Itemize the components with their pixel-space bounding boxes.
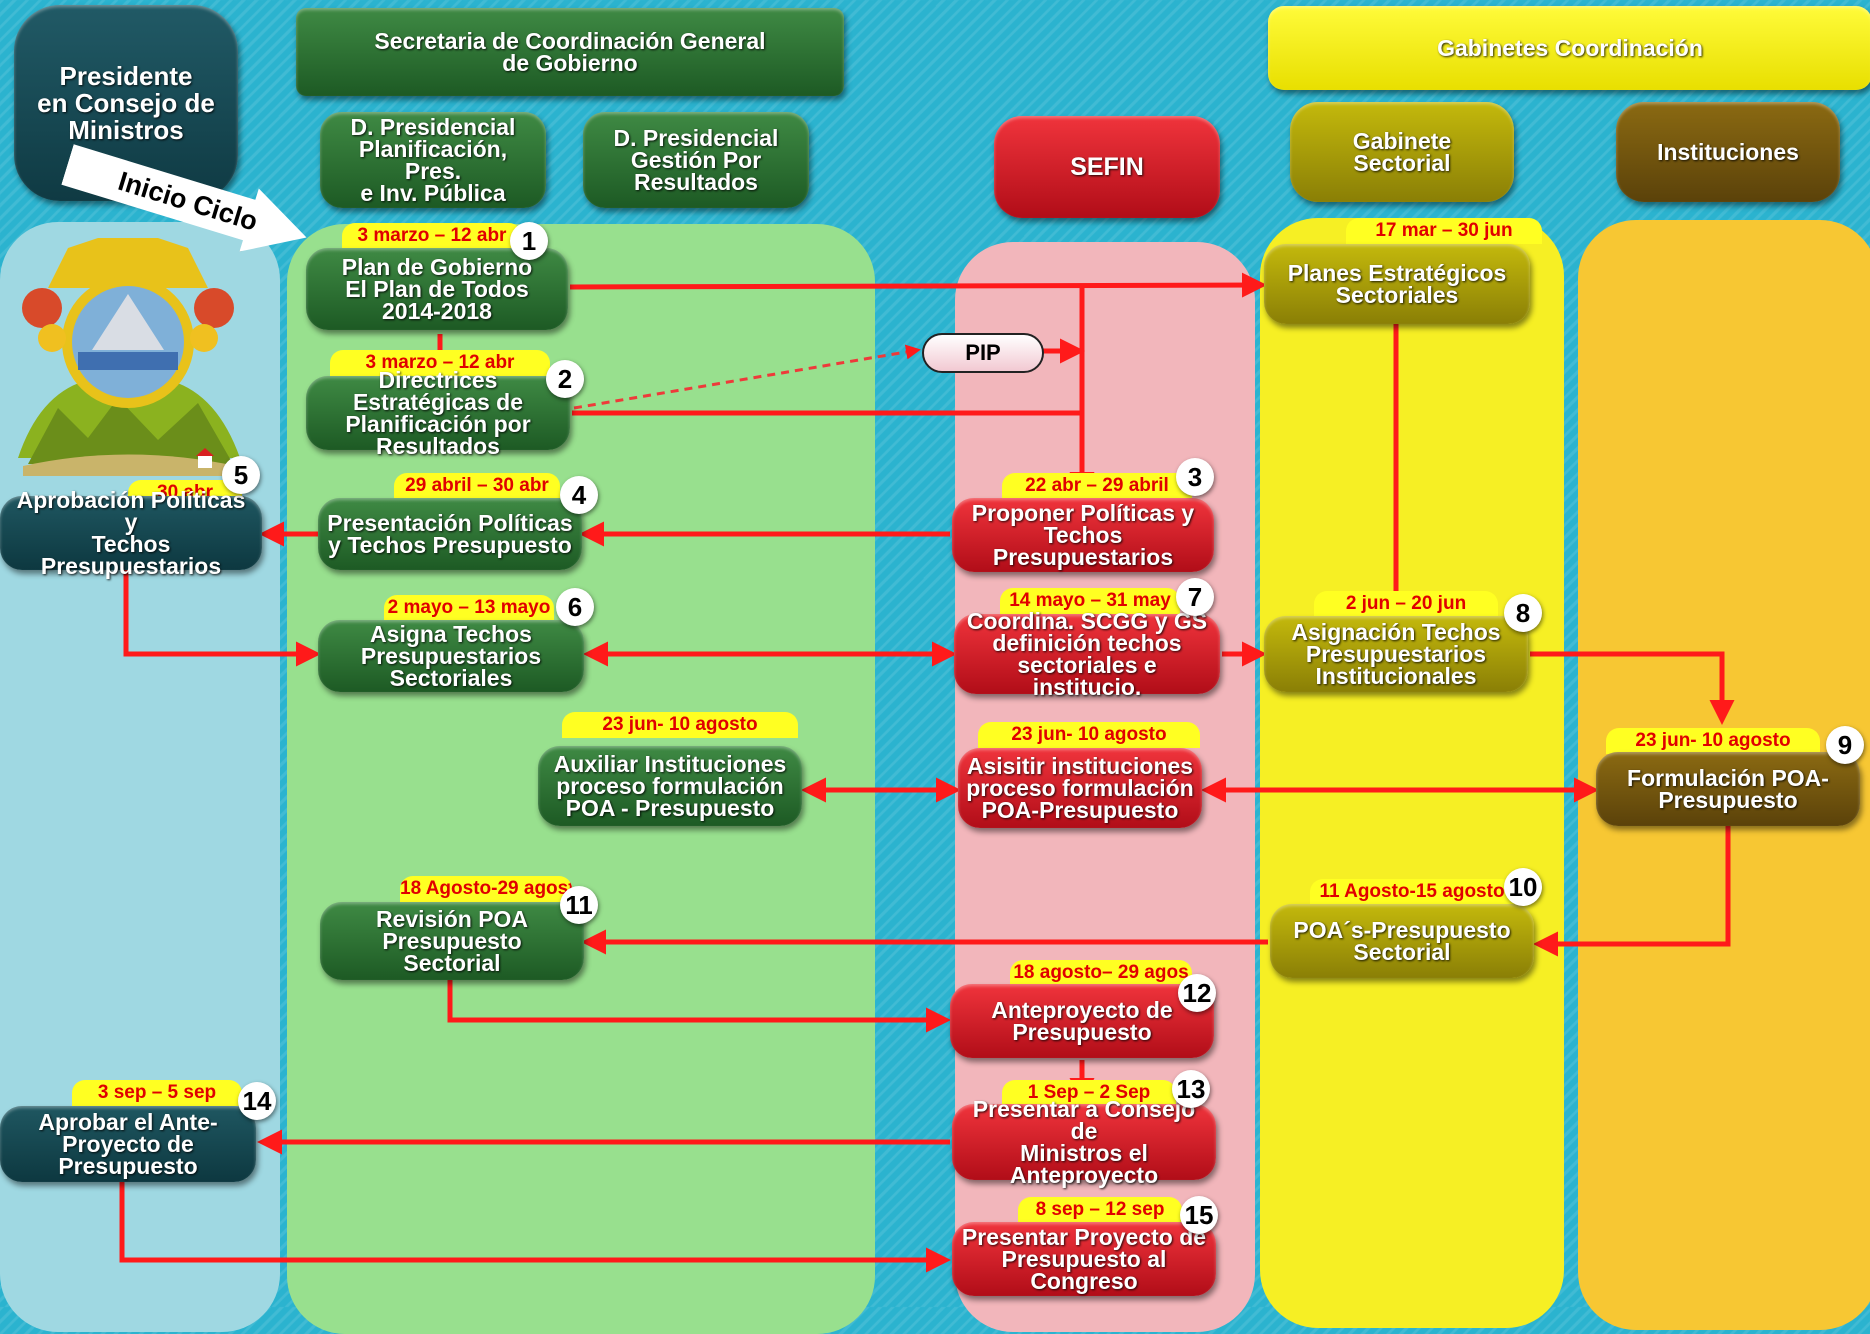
step-15-box: Presentar Proyecto de Presupuesto al Con…	[952, 1222, 1216, 1296]
header-sefin: SEFIN	[994, 116, 1220, 218]
date-tag: 23 jun- 10 agosto	[978, 722, 1200, 748]
step-7-box: Coordina. SCGG y GS definición techos se…	[954, 610, 1220, 699]
honduras-coat-of-arms-icon	[18, 238, 240, 476]
step-number: 14	[238, 1082, 276, 1120]
step-4-box: Presentación Políticas y Techos Presupue…	[318, 498, 582, 570]
date-tag: 18 Agosto-29 agost	[400, 876, 572, 902]
date-tag: 2 jun – 20 jun	[1314, 591, 1498, 617]
step-9-box: Formulación POA- Presupuesto	[1596, 752, 1860, 826]
date-tag: 11 Agosto-15 agosto	[1310, 879, 1514, 905]
date-tag: 22 abr – 29 abril	[1002, 473, 1192, 499]
step-10-box: POA´s-Presupuesto Sectorial	[1270, 904, 1534, 978]
step-5-box: Aprobación Políticas y Techos Presupuest…	[0, 489, 262, 578]
date-tag: 2 mayo – 13 mayo	[384, 595, 554, 621]
step-number: 15	[1180, 1196, 1218, 1234]
step-number: 1	[510, 222, 548, 260]
header-dp-gestion: D. Presidencial Gestión Por Resultados	[583, 112, 809, 208]
step-2-box: Directrices Estratégicas de Planificació…	[306, 369, 570, 458]
pip-box: PIP	[922, 333, 1044, 373]
step-12-box: Anteproyecto de Presupuesto	[950, 984, 1214, 1058]
header-scgg: Secretaria de Coordinación General de Go…	[296, 8, 844, 96]
step-number: 2	[546, 360, 584, 398]
date-tag: 3 sep – 5 sep	[72, 1080, 242, 1106]
step-number: 8	[1504, 594, 1542, 632]
step-8-box: Asignación Techos Presupuestarios Instit…	[1264, 616, 1528, 692]
date-tag: 23 jun- 10 agosto	[562, 712, 798, 738]
step-6-box: Asigna Techos Presupuestarios Sectoriale…	[318, 620, 584, 692]
step-number: 4	[560, 476, 598, 514]
date-tag: 3 marzo – 12 abr	[342, 223, 522, 249]
auxiliar-instituciones-box: Auxiliar Instituciones proceso formulaci…	[538, 746, 802, 826]
step-number: 10	[1504, 868, 1542, 906]
step-13-box: Presentar a Consejo de Ministros el Ante…	[952, 1098, 1216, 1187]
date-tag: 17 mar – 30 jun	[1346, 218, 1542, 244]
lane-gabinete-sectorial	[1260, 218, 1564, 1328]
connector-arrows	[119, 272, 1735, 1273]
date-tag: 1 Sep – 2 Sep	[1002, 1080, 1176, 1106]
step-11-box: Revisión POA Presupuesto Sectorial	[320, 902, 584, 980]
planes-estrategicos-box: Planes Estratégicos Sectoriales	[1264, 244, 1530, 324]
header-gabinete-sectorial: Gabinete Sectorial	[1290, 102, 1514, 202]
step-number: 3	[1176, 458, 1214, 496]
header-instituciones: Instituciones	[1616, 102, 1840, 202]
process-flow-diagram: Presidente en Consejo de Ministros Secre…	[0, 5, 1870, 1334]
step-1-box: Plan de Gobierno El Plan de Todos 2014-2…	[306, 248, 568, 330]
date-tag: 29 abril – 30 abr	[394, 473, 560, 499]
step-number: 13	[1172, 1070, 1210, 1108]
step-number: 9	[1826, 726, 1864, 764]
date-tag: 14 mayo – 31 may	[1000, 588, 1180, 614]
date-tag: 18 agosto– 29 agos	[1010, 960, 1192, 986]
date-tag: 3 marzo – 12 abr	[330, 350, 550, 376]
step-number: 7	[1176, 578, 1214, 616]
date-tag: 8 sep – 12 sep	[1018, 1197, 1182, 1223]
step-number: 5	[222, 456, 260, 494]
step-number: 11	[560, 886, 598, 924]
step-number: 6	[556, 588, 594, 626]
step-number: 12	[1178, 974, 1216, 1012]
header-dp-planificacion: D. Presidencial Planificación, Pres. e I…	[320, 112, 546, 208]
step-14-box: Aprobar el Ante- Proyecto de Presupuesto	[0, 1106, 256, 1182]
step-3-box: Proponer Políticas y Techos Presupuestar…	[952, 498, 1214, 572]
header-gabinetes-coordinacion: Gabinetes Coordinación	[1268, 6, 1870, 90]
date-tag: 23 jun- 10 agosto	[1606, 728, 1820, 754]
asistir-instituciones-box: Asisitir instituciones proceso formulaci…	[958, 748, 1202, 828]
